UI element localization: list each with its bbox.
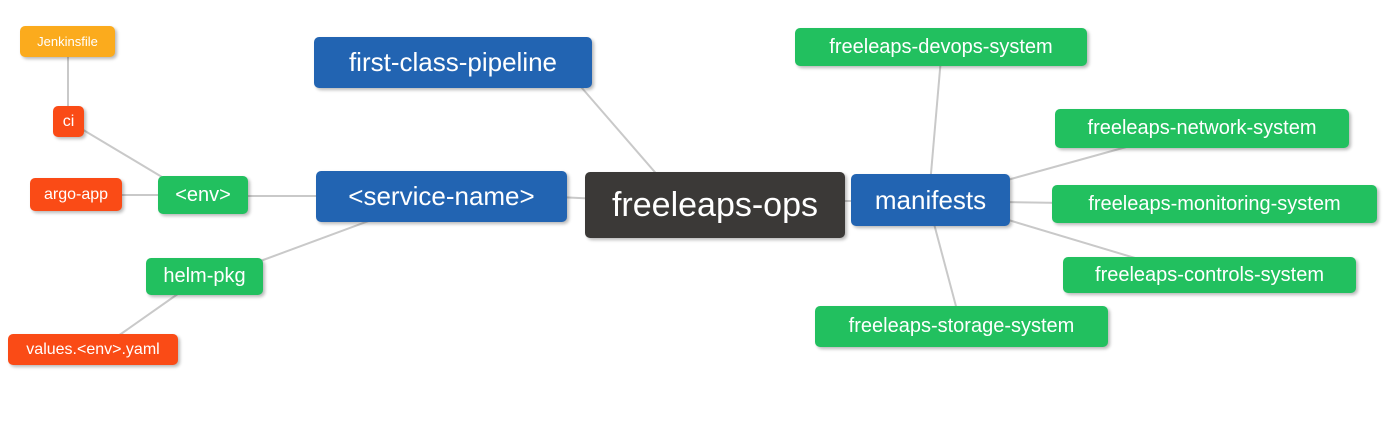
edge-helm-pkg-service-name — [254, 214, 386, 264]
edge-manifests-devops-system — [929, 57, 942, 186]
node-service-name[interactable]: <service-name> — [316, 171, 567, 222]
edge-manifests-storage-system — [932, 219, 958, 311]
node-helm-pkg[interactable]: helm-pkg — [146, 258, 263, 295]
node-freeleaps-ops[interactable]: freeleaps-ops — [585, 172, 845, 238]
node-first-class-pipeline[interactable]: first-class-pipeline — [314, 37, 592, 88]
node-freeleaps-monitoring-system[interactable]: freeleaps-monitoring-system — [1052, 185, 1377, 223]
node-jenkinsfile[interactable]: Jenkinsfile — [20, 26, 115, 57]
edge-values-helm-pkg — [117, 290, 183, 337]
node-ci[interactable]: ci — [53, 106, 84, 137]
node-freeleaps-storage-system[interactable]: freeleaps-storage-system — [815, 306, 1108, 347]
node-freeleaps-controls-system[interactable]: freeleaps-controls-system — [1063, 257, 1356, 293]
node-freeleaps-devops-system[interactable]: freeleaps-devops-system — [795, 28, 1087, 66]
node-freeleaps-network-system[interactable]: freeleaps-network-system — [1055, 109, 1349, 148]
node-manifests[interactable]: manifests — [851, 174, 1010, 226]
node-argo-app[interactable]: argo-app — [30, 178, 122, 211]
node-env[interactable]: <env> — [158, 176, 248, 214]
edge-manifests-network-system — [999, 145, 1131, 183]
edge-manifests-controls-system — [1004, 218, 1136, 259]
node-values-env-yaml[interactable]: values.<env>.yaml — [8, 334, 178, 365]
edge-first-class-pipeline-ops — [574, 79, 661, 179]
edge-ci-env — [74, 124, 173, 184]
